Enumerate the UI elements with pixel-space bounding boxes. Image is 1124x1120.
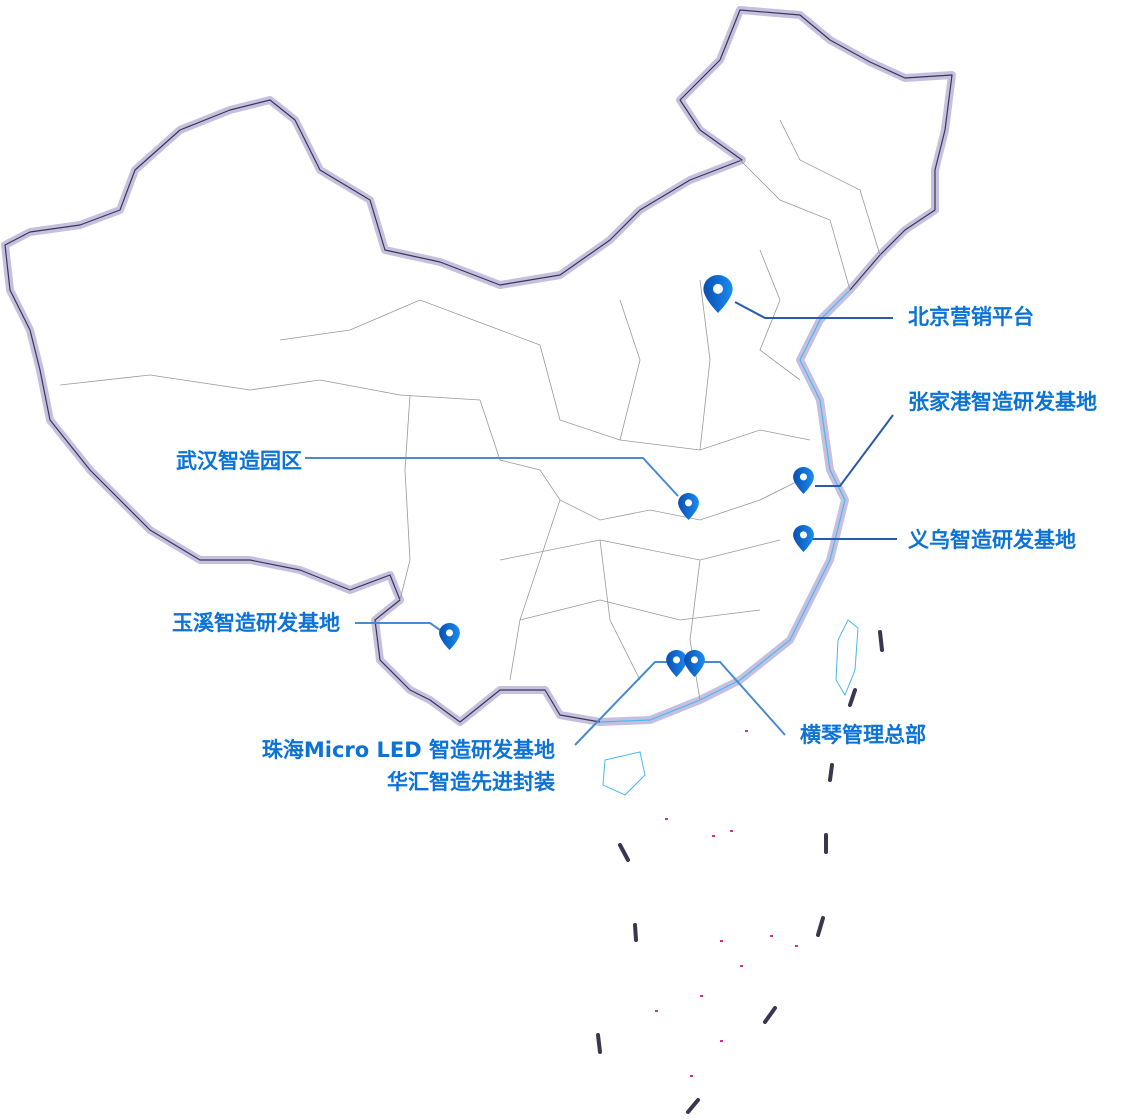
nine-dash-line xyxy=(596,630,884,1114)
leader-lines xyxy=(305,301,897,746)
hainan xyxy=(602,751,646,796)
label-wuhan: 武汉智造园区 xyxy=(176,449,302,473)
label-zhuhai: 珠海Micro LED 智造研发基地 xyxy=(261,738,555,762)
label-beijing: 北京营销平台 xyxy=(908,305,1034,329)
taiwan xyxy=(835,619,859,697)
province-borders xyxy=(59,119,881,701)
south-sea-islands xyxy=(655,730,798,1077)
label-hengqin: 横琴管理总部 xyxy=(800,723,926,747)
label-zhuhai-2: 华汇智造先进封装 xyxy=(387,770,555,794)
land-border xyxy=(1,6,956,726)
label-zhangjiagang: 张家港智造研发基地 xyxy=(908,390,1097,414)
label-yiwu: 义乌智造研发基地 xyxy=(908,528,1076,552)
label-yuxi: 玉溪智造研发基地 xyxy=(172,611,340,635)
